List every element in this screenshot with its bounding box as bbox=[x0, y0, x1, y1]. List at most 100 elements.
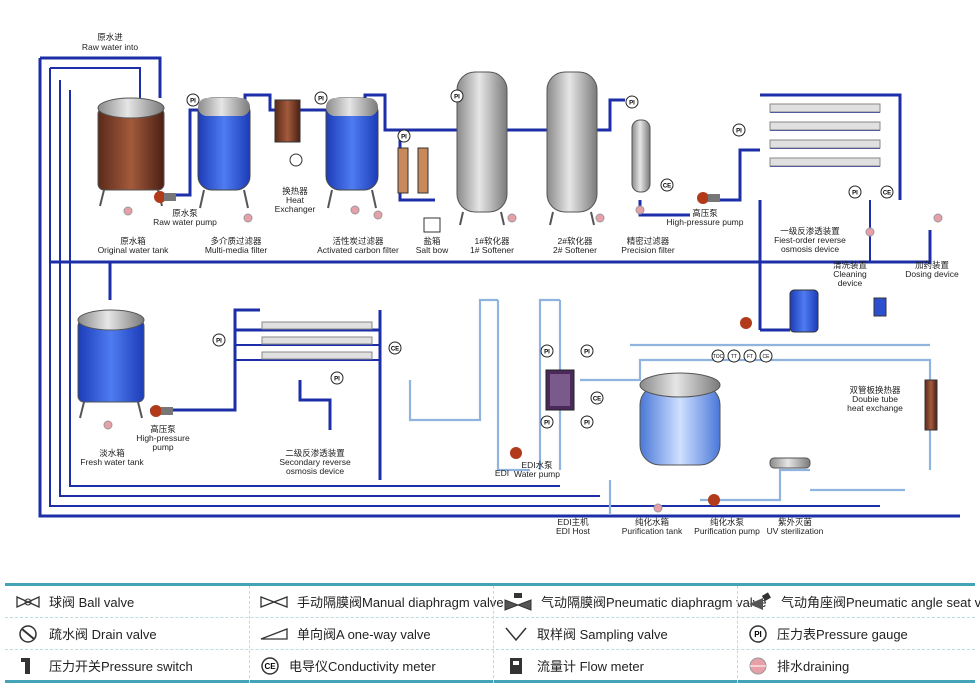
legend-label: 气动隔膜阀Pneumatic diaphragm valve bbox=[541, 595, 767, 610]
svg-text:High-pressure pump: High-pressure pump bbox=[666, 217, 743, 227]
svg-text:CE: CE bbox=[391, 347, 399, 353]
svg-text:Secondary reverse: Secondary reverse bbox=[279, 457, 351, 467]
svg-text:纯化水箱: 纯化水箱 bbox=[635, 517, 670, 527]
svg-text:PI: PI bbox=[852, 191, 858, 197]
fresh-water-tank[interactable] bbox=[77, 309, 145, 419]
dosing-device[interactable] bbox=[873, 297, 887, 317]
svg-text:CE: CE bbox=[593, 397, 601, 403]
high-pressure-pump-drain[interactable] bbox=[740, 317, 752, 329]
legend-conductivity-meter: CE 电导仪Conductivity meter bbox=[259, 650, 436, 681]
flow-meter-icon bbox=[510, 657, 522, 674]
sampling-valve-icon bbox=[505, 627, 527, 641]
svg-text:Exchanger: Exchanger bbox=[275, 204, 316, 214]
legend-drain-valve: 疏水阀 Drain valve bbox=[15, 618, 157, 649]
legend-pressure-switch: 压力开关Pressure switch bbox=[15, 650, 193, 681]
legend-divider bbox=[737, 586, 738, 683]
pressure-switch-icon bbox=[21, 657, 30, 674]
svg-text:PI: PI bbox=[190, 99, 196, 105]
legend-divider bbox=[249, 586, 250, 683]
svg-text:CE: CE bbox=[663, 184, 671, 190]
svg-text:Doubie tube: Doubie tube bbox=[852, 394, 898, 404]
purification-pump[interactable] bbox=[708, 494, 720, 506]
high-pressure-pump-2[interactable] bbox=[150, 405, 173, 417]
svg-text:Multi-media filter: Multi-media filter bbox=[205, 245, 268, 255]
legend-label: 排水draining bbox=[777, 659, 850, 674]
softener-2[interactable] bbox=[546, 71, 598, 226]
legend-label: 取样阀 Sampling valve bbox=[537, 627, 668, 642]
double-tube-heat-exchanger[interactable] bbox=[924, 379, 938, 431]
first-order-ro-device[interactable] bbox=[769, 103, 881, 167]
legend-label: 压力表Pressure gauge bbox=[777, 627, 908, 642]
svg-text:PI: PI bbox=[334, 377, 340, 383]
edi-host[interactable] bbox=[545, 369, 575, 411]
svg-text:EDI主机: EDI主机 bbox=[557, 517, 589, 527]
svg-text:EDI水泵: EDI水泵 bbox=[521, 460, 553, 470]
high-pressure-pump-1[interactable] bbox=[697, 192, 720, 204]
svg-text:Fresh water tank: Fresh water tank bbox=[80, 457, 144, 467]
secondary-ro-device[interactable] bbox=[261, 321, 373, 360]
conductivity-meter-icon: CE CE CE CE bbox=[388, 178, 894, 405]
pneumatic-angle-valve-icon bbox=[749, 591, 771, 610]
softener-1[interactable] bbox=[456, 71, 508, 226]
multi-media-filter[interactable] bbox=[197, 97, 251, 209]
svg-text:精密过滤器: 精密过滤器 bbox=[627, 236, 670, 246]
svg-text:CE: CE bbox=[264, 662, 276, 671]
svg-text:纯化水泵: 纯化水泵 bbox=[710, 517, 745, 527]
legend-label: 压力开关Pressure switch bbox=[49, 659, 193, 674]
salt-box[interactable] bbox=[397, 147, 441, 233]
legend-pneumatic-angle-valve: 气动角座阀Pneumatic angle seat valve bbox=[747, 586, 980, 617]
svg-text:EDI Host: EDI Host bbox=[556, 526, 591, 536]
svg-text:多介质过滤器: 多介质过滤器 bbox=[210, 236, 262, 246]
raw-water-pump[interactable] bbox=[154, 191, 176, 203]
legend-label: 疏水阀 Drain valve bbox=[49, 627, 157, 642]
svg-text:PI: PI bbox=[754, 630, 762, 639]
one-way-valve-icon bbox=[260, 627, 288, 640]
svg-text:Precision filter: Precision filter bbox=[621, 245, 675, 255]
svg-text:EDI: EDI bbox=[495, 468, 509, 478]
svg-text:Fiest-order reverse: Fiest-order reverse bbox=[774, 235, 846, 245]
precision-filter[interactable] bbox=[631, 119, 651, 193]
pressure-gauge-icon: PI PI PI PI PI PI PI PI PI PI PI PI PI bbox=[186, 89, 862, 429]
svg-text:Raw water pump: Raw water pump bbox=[153, 217, 217, 227]
legend-label: 手动隔膜阀Manual diaphragm valve bbox=[297, 595, 504, 610]
activated-carbon-filter[interactable] bbox=[325, 97, 379, 209]
legend-sampling-valve: 取样阀 Sampling valve bbox=[503, 618, 668, 649]
svg-text:双管板换热器: 双管板换热器 bbox=[849, 385, 901, 395]
svg-text:CE: CE bbox=[763, 354, 771, 360]
svg-text:PI: PI bbox=[629, 101, 635, 107]
pipe-network-upper bbox=[38, 56, 960, 518]
svg-text:pump: pump bbox=[152, 442, 174, 452]
drain-valve-icon bbox=[19, 624, 37, 643]
purification-tank[interactable] bbox=[639, 372, 721, 466]
legend-label: 流量计 Flow meter bbox=[537, 659, 644, 674]
svg-text:CE: CE bbox=[883, 191, 891, 197]
svg-text:原水泵: 原水泵 bbox=[172, 208, 198, 218]
sensor-group: TOC TT FT CE bbox=[711, 349, 773, 363]
legend-row: 压力开关Pressure switch CE 电导仪Conductivity m… bbox=[5, 650, 975, 681]
legend: 球阀 Ball valve 手动隔膜阀Manual diaphragm valv… bbox=[5, 583, 980, 683]
svg-text:TOC: TOC bbox=[713, 354, 724, 360]
legend-manual-diaphragm-valve: 手动隔膜阀Manual diaphragm valve bbox=[259, 586, 504, 617]
svg-text:二级反渗透装置: 二级反渗透装置 bbox=[285, 448, 345, 458]
ball-valve-icon bbox=[16, 595, 40, 608]
svg-text:PI: PI bbox=[544, 350, 550, 356]
heat-exchanger[interactable] bbox=[274, 99, 303, 167]
svg-text:osmosis device: osmosis device bbox=[286, 466, 344, 476]
pressure-gauge-icon: PI bbox=[749, 624, 767, 643]
conductivity-meter-icon: CE bbox=[261, 656, 279, 675]
edi-water-pump[interactable] bbox=[510, 447, 522, 459]
legend-flow-meter: 流量计 Flow meter bbox=[503, 650, 644, 681]
manual-diaphragm-valve-icon bbox=[260, 595, 288, 608]
svg-text:一级反渗透装置: 一级反渗透装置 bbox=[780, 226, 840, 236]
svg-text:PI: PI bbox=[401, 135, 407, 141]
svg-text:活性炭过滤器: 活性炭过滤器 bbox=[332, 236, 384, 246]
cleaning-device[interactable] bbox=[789, 289, 819, 333]
svg-text:PI: PI bbox=[454, 95, 460, 101]
legend-label: 电导仪Conductivity meter bbox=[289, 659, 436, 674]
svg-text:2# Softener: 2# Softener bbox=[553, 245, 597, 255]
original-water-tank[interactable] bbox=[97, 97, 165, 207]
uv-sterilizer[interactable] bbox=[769, 457, 811, 469]
svg-text:Salt bow: Salt bow bbox=[416, 245, 449, 255]
svg-text:高压泵: 高压泵 bbox=[692, 208, 718, 218]
svg-text:加药装置: 加药装置 bbox=[915, 260, 950, 270]
